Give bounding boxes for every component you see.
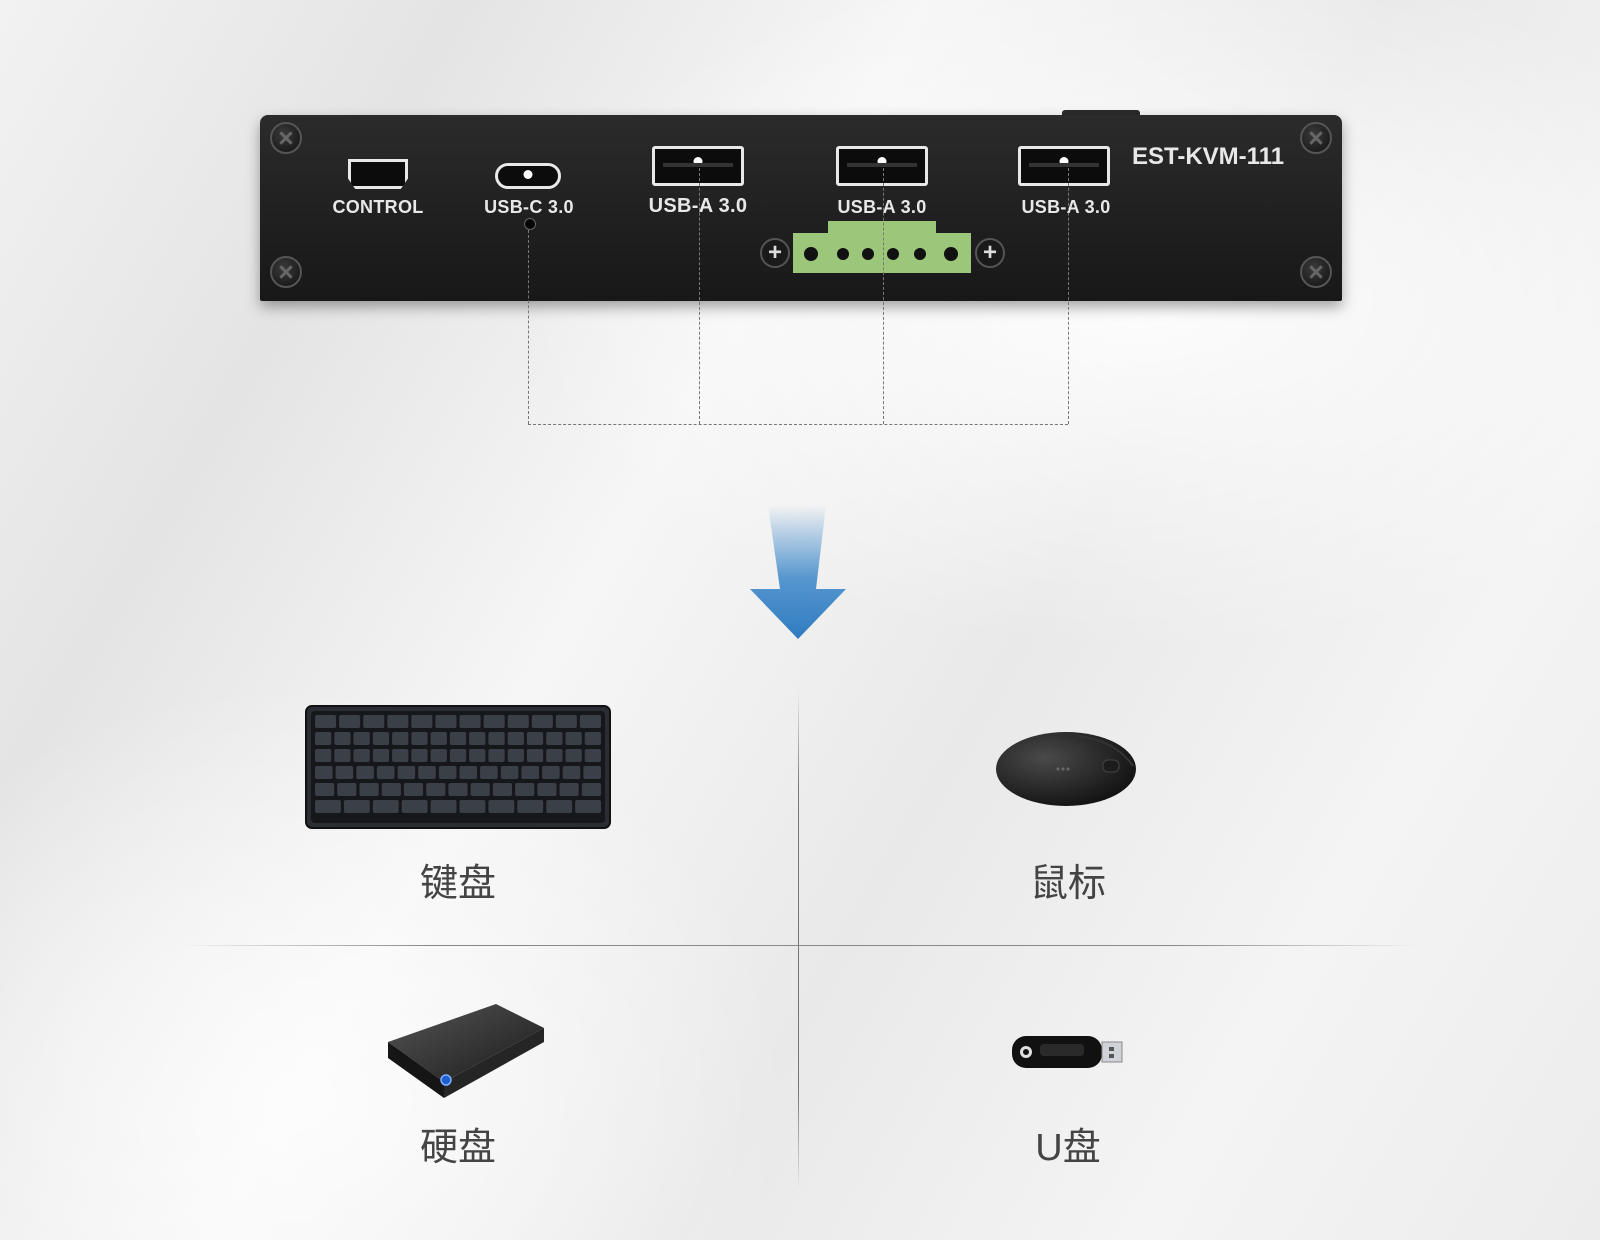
usb-a-port-icon — [1018, 146, 1110, 186]
plus-screw-icon: + — [975, 238, 1005, 268]
usb-a-port-icon — [836, 146, 928, 186]
terminal-pin-icon — [837, 248, 849, 260]
usb-flash-drive-icon — [1012, 1036, 1123, 1068]
connection-line — [883, 168, 884, 424]
usb-c-port-icon — [495, 163, 561, 189]
model-label: EST-KVM-111 — [1132, 143, 1285, 170]
plus-screw-icon: + — [760, 238, 790, 268]
terminal-pin-icon — [887, 248, 899, 260]
grid-divider-horizontal — [180, 945, 1420, 946]
port-label-control: CONTROL — [332, 197, 424, 217]
port-label-usb-c: USB-C 3.0 — [484, 197, 574, 217]
usb-a-port-icon — [652, 146, 744, 186]
device-label-mouse: 鼠标 — [1029, 863, 1107, 905]
port-label-usb-a-1: USB-A 3.0 — [648, 195, 748, 217]
device-label-usb-drive: U盘 — [1035, 1127, 1101, 1169]
terminal-pin-icon — [914, 248, 926, 260]
screw-icon — [1300, 122, 1332, 154]
connection-line — [528, 424, 1068, 425]
port-label-usb-a-2: USB-A 3.0 — [837, 197, 927, 217]
led-indicator-icon — [524, 218, 536, 230]
hard-drive-icon — [388, 1004, 544, 1098]
terminal-block-top — [828, 221, 936, 235]
connection-line — [1068, 168, 1069, 424]
hdmi-port-icon — [348, 159, 408, 189]
mouse-icon — [996, 732, 1136, 806]
panel-top-tab — [1062, 110, 1140, 116]
connection-line — [528, 230, 529, 424]
device-label-hard-drive: 硬盘 — [419, 1127, 497, 1169]
screw-icon — [1300, 256, 1332, 288]
down-arrow-icon — [750, 505, 846, 639]
port-label-usb-a-3: USB-A 3.0 — [1021, 197, 1111, 217]
connection-line — [699, 168, 700, 424]
terminal-pin-icon — [804, 247, 818, 261]
screw-icon — [270, 256, 302, 288]
keyboard-icon — [305, 705, 611, 829]
terminal-block — [793, 233, 971, 273]
device-label-keyboard: 键盘 — [419, 863, 497, 905]
screw-icon — [270, 122, 302, 154]
terminal-pin-icon — [944, 247, 958, 261]
terminal-pin-icon — [862, 248, 874, 260]
grid-divider-vertical — [798, 690, 799, 1190]
